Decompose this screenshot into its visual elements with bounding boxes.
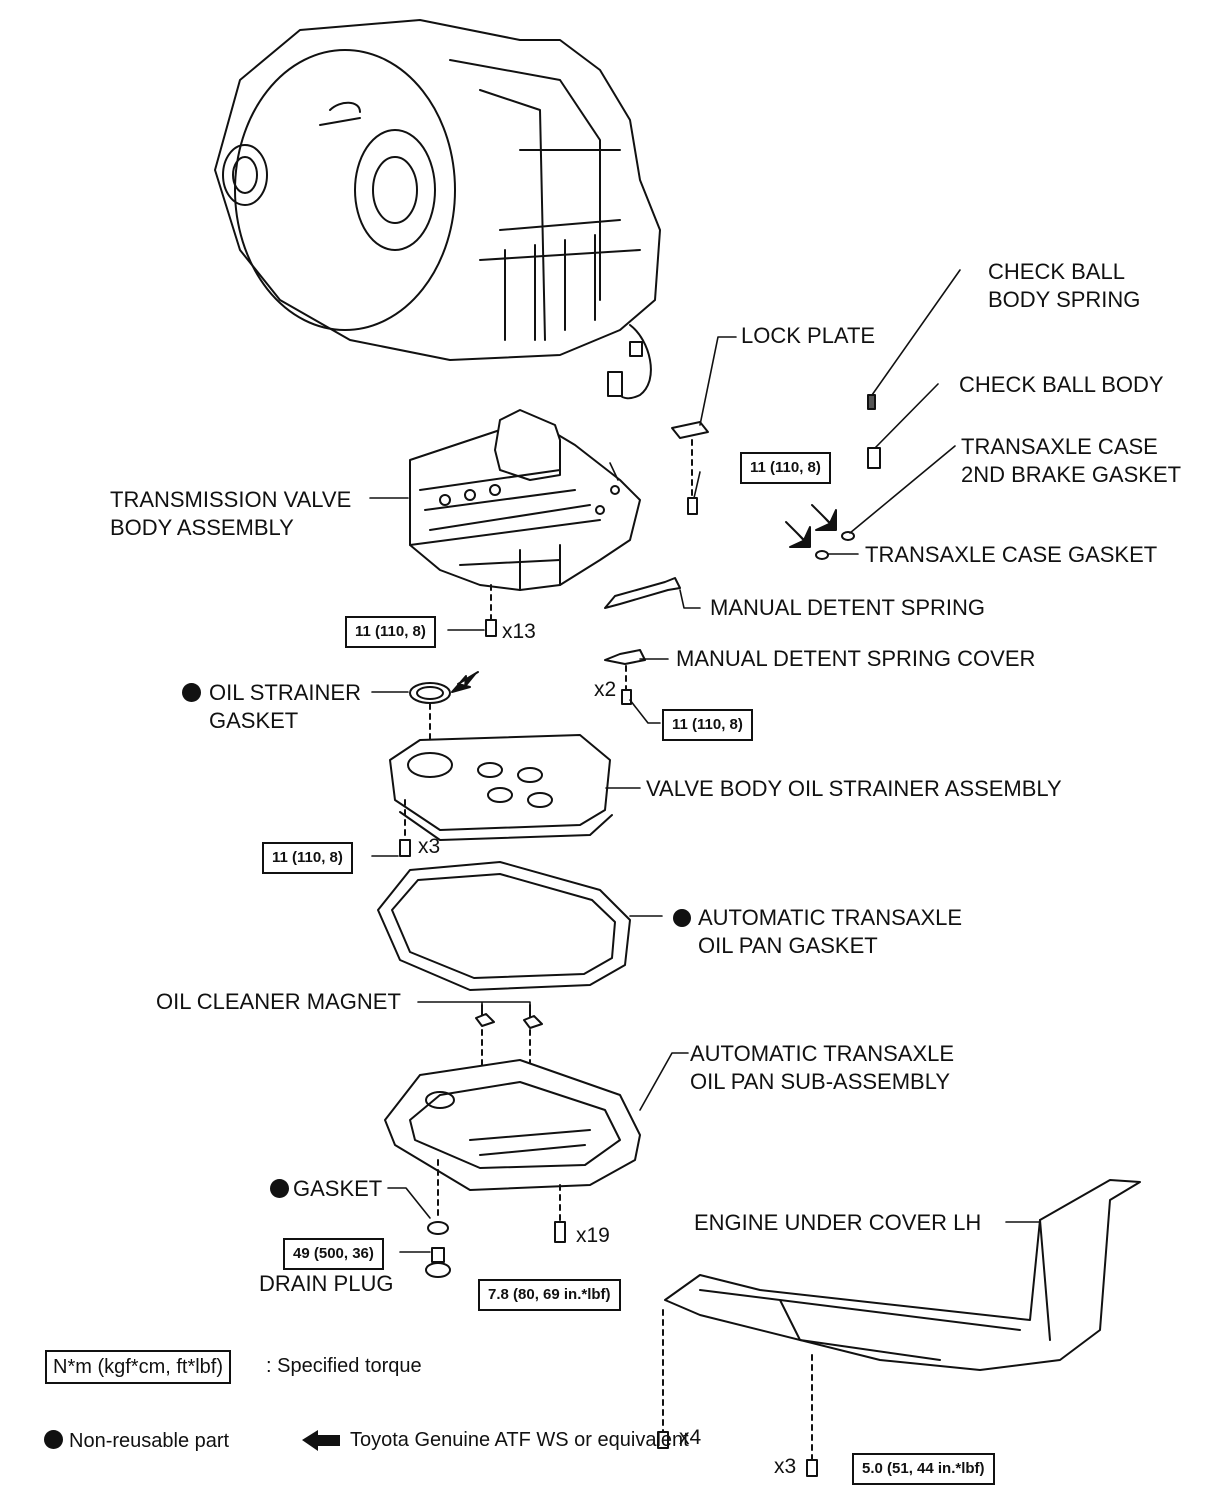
- atf-arrow-1: [811, 504, 837, 531]
- torque-drain-plug: 49 (500, 36): [283, 1238, 384, 1270]
- oil-pan-drawing: [384, 1059, 641, 1191]
- legend-atf-arrow: [302, 1430, 340, 1451]
- label-drain-plug: DRAIN PLUG: [259, 1271, 394, 1296]
- leader-lines: [369, 269, 1041, 1253]
- torque-under-cover-bolts: 5.0 (51, 44 in.*lbf): [852, 1453, 995, 1485]
- valve-body-drawing: [409, 409, 641, 591]
- qty-oil-pan-bolts: x19: [576, 1224, 610, 1247]
- label-transaxle-case-2nd-brake-gasket: TRANSAXLE CASE 2ND BRAKE GASKET: [961, 434, 1182, 487]
- check-ball-spring-drawing: [867, 394, 876, 410]
- label-automatic-transaxle-oil-pan-sub-assembly: AUTOMATIC TRANSAXLE OIL PAN SUB-ASSEMBLY: [690, 1041, 955, 1094]
- check-ball-body-drawing: [867, 447, 881, 469]
- valve-body-bolt-drawing: [485, 619, 497, 637]
- oil-pan-gasket-drawing: [377, 861, 631, 991]
- drain-gasket-drawing: [427, 1221, 449, 1235]
- qty-strainer-bolts: x3: [418, 835, 441, 858]
- label-check-ball-body: CHECK BALL BODY: [959, 372, 1164, 397]
- label-gasket: GASKET: [270, 1175, 382, 1203]
- engine-under-cover-drawing: [664, 1179, 1141, 1371]
- brake-gasket-drawing: [841, 531, 855, 541]
- qty-under-cover-rear: x3: [774, 1455, 797, 1478]
- legend-non-reusable: Non-reusable part: [44, 1427, 229, 1455]
- oil-cleaner-magnet-drawing: [475, 1013, 543, 1029]
- transaxle-assembly-drawing: [214, 19, 661, 400]
- label-automatic-transaxle-oil-pan-gasket: AUTOMATIC TRANSAXLE OIL PAN GASKET: [698, 905, 963, 958]
- label-oil-strainer-gasket: OIL STRAINER GASKET: [182, 679, 361, 735]
- legend-torque-unit: N*m (kgf*cm, ft*lbf): [45, 1350, 232, 1384]
- non-reusable-dot-oil-pan-gasket: [673, 909, 691, 927]
- label-manual-detent-spring: MANUAL DETENT SPRING: [710, 595, 986, 620]
- atf-arrow-2: [785, 521, 811, 548]
- atf-arrow-3: [451, 671, 479, 693]
- torque-detent-cover-bolts: 11 (110, 8): [662, 709, 753, 741]
- legend-torque-desc: : Specified torque: [266, 1355, 422, 1377]
- lock-plate-bolt-drawing: [687, 497, 698, 515]
- non-reusable-dot: [270, 1179, 289, 1198]
- label-oil-cleaner-magnet: OIL CLEANER MAGNET: [156, 989, 401, 1014]
- legend-atf: Toyota Genuine ATF WS or equivalent: [350, 1429, 689, 1451]
- label-engine-under-cover-lh: ENGINE UNDER COVER LH: [694, 1210, 982, 1235]
- oil-strainer-drawing: [389, 734, 613, 841]
- label-transaxle-case-gasket: TRANSAXLE CASE GASKET: [865, 542, 1158, 567]
- label-check-ball-body-spring: CHECK BALL BODY SPRING: [988, 259, 1141, 312]
- label-valve-body-oil-strainer-assembly: VALVE BODY OIL STRAINER ASSEMBLY: [646, 776, 1062, 801]
- non-reusable-dot: [44, 1430, 63, 1449]
- label-manual-detent-spring-cover: MANUAL DETENT SPRING COVER: [676, 646, 1036, 671]
- manual-detent-spring-drawing: [604, 577, 681, 609]
- label-transmission-valve-body-assembly: TRANSMISSION VALVE BODY ASSEMBLY: [110, 487, 352, 540]
- torque-valve-body-bolts: 11 (110, 8): [345, 616, 436, 648]
- label-lock-plate: LOCK PLATE: [741, 323, 876, 348]
- qty-under-cover-front: x4: [679, 1426, 702, 1449]
- lock-plate-drawing: [671, 421, 709, 439]
- torque-oil-pan-bolts: 7.8 (80, 69 in.*lbf): [478, 1279, 621, 1311]
- torque-strainer-bolts: 11 (110, 8): [262, 842, 353, 874]
- qty-detent-cover-bolts: x2: [594, 678, 617, 701]
- torque-lock-plate-bolt: 11 (110, 8): [740, 452, 831, 484]
- case-gasket-drawing: [815, 550, 829, 560]
- qty-valve-body-bolts: x13: [502, 620, 536, 643]
- non-reusable-dot: [182, 683, 201, 702]
- drain-plug-drawing: [425, 1247, 451, 1278]
